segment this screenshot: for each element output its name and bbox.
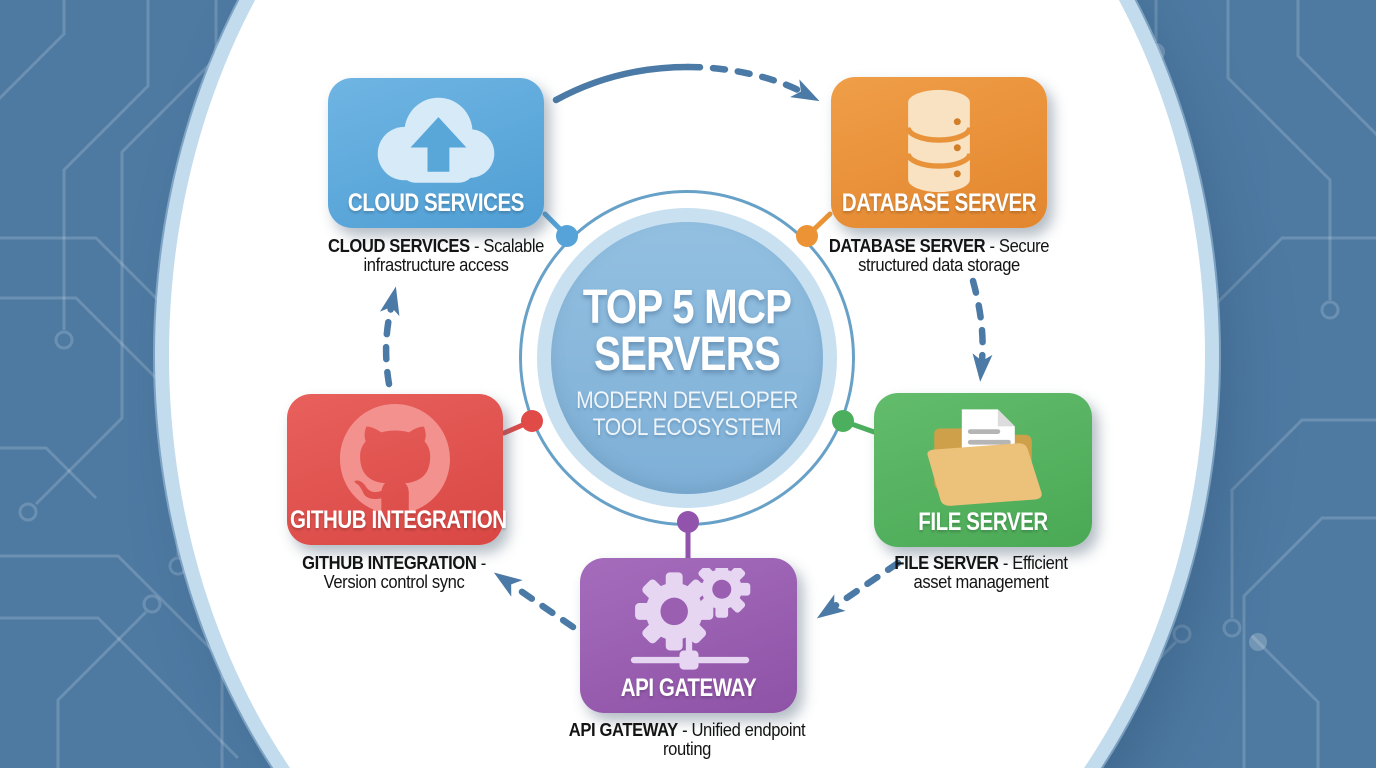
node-label: FILE SERVER	[918, 508, 1048, 536]
node-cloud-services: CLOUD SERVICES	[328, 78, 544, 228]
arrow-file-to-api	[816, 559, 902, 619]
caption-desc-line2: asset management	[913, 572, 1049, 592]
hub-subtitle-line2: TOOL ECOSYSTEM	[592, 414, 782, 441]
node-label: DATABASE SERVER	[841, 189, 1037, 217]
caption-desc-line2: Version control sync	[323, 572, 465, 592]
caption-name: FILE SERVER	[894, 553, 999, 573]
node-api-gateway: API GATEWAY	[580, 558, 797, 713]
hub-title-line1: TOP 5 MCP	[582, 281, 792, 334]
arrow-cloud-to-database-dashed	[684, 63, 820, 102]
caption-desc-part: -	[476, 553, 487, 573]
cloud-upload-icon	[328, 88, 544, 190]
caption-desc-part: - Secure	[985, 236, 1050, 256]
caption-desc-line2: routing	[662, 739, 712, 759]
caption-desc-part: - Unified endpoint	[677, 720, 806, 740]
caption-cloud-services: CLOUD SERVICES - Scalable infrastructure…	[307, 237, 565, 275]
hub-dot-cloud-services	[556, 225, 578, 247]
hub-title-line2: SERVERS	[593, 328, 781, 381]
arrow-api-to-github	[493, 572, 577, 631]
hub-dot-file-server	[832, 410, 854, 432]
node-label: GITHUB INTEGRATION	[290, 506, 507, 534]
caption-github-integration: GITHUB INTEGRATION - Version control syn…	[265, 554, 523, 592]
hub-text: TOP 5 MCP SERVERS MODERN DEVELOPER TOOL …	[527, 281, 847, 442]
arrow-database-to-file	[969, 277, 993, 382]
arrow-github-to-cloud	[379, 286, 400, 388]
caption-name: GITHUB INTEGRATION	[302, 553, 477, 573]
caption-name: CLOUD SERVICES	[328, 236, 470, 256]
caption-desc-line2: infrastructure access	[363, 255, 509, 275]
caption-name: API GATEWAY	[568, 720, 679, 740]
node-label: API GATEWAY	[620, 674, 757, 702]
caption-name: DATABASE SERVER	[828, 236, 986, 256]
caption-desc-line2: structured data storage	[858, 255, 1020, 275]
node-label: CLOUD SERVICES	[347, 189, 525, 217]
caption-desc-part: - Efficient	[998, 553, 1068, 573]
hub-disc	[551, 222, 823, 494]
node-file-server: FILE SERVER	[874, 393, 1092, 547]
hub-dot-database-server	[796, 225, 818, 247]
arrow-cloud-to-database-solid	[552, 63, 692, 104]
caption-file-server: FILE SERVER - Efficient asset management	[852, 554, 1110, 592]
hub-subtitle-line1: MODERN DEVELOPER	[576, 387, 798, 414]
caption-desc-part: - Scalable	[469, 236, 544, 256]
folder-document-icon	[874, 403, 1092, 509]
github-octocat-icon	[287, 404, 503, 514]
hub-dot-api-gateway	[677, 511, 699, 533]
node-github-integration: GITHUB INTEGRATION	[287, 394, 507, 545]
hub-dot-github-integration	[521, 410, 543, 432]
caption-database-server: DATABASE SERVER - Secure structured data…	[810, 237, 1068, 275]
database-icon	[831, 87, 1047, 195]
gears-network-icon	[580, 568, 797, 676]
caption-api-gateway: API GATEWAY - Unified endpoint routing	[558, 721, 816, 759]
node-database-server: DATABASE SERVER	[831, 77, 1047, 228]
